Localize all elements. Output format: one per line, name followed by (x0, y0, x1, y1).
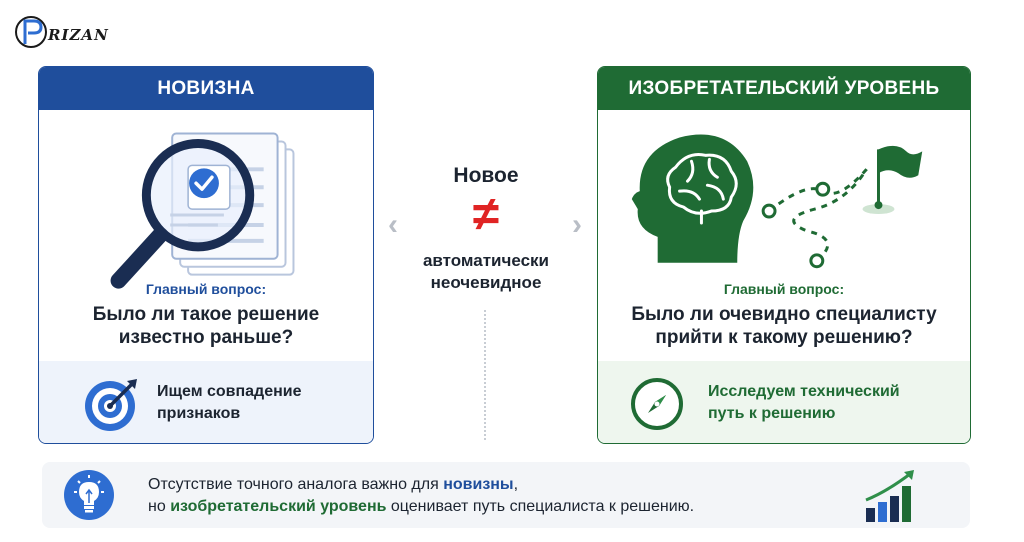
logo-p-icon (15, 16, 47, 48)
novelty-card-footer: Ищем совпадение признаков (39, 361, 373, 443)
inventive-question-label: Главный вопрос: (723, 281, 845, 297)
inventive-question-text: Было ли очевидно специалисту прийти к та… (598, 303, 970, 349)
novelty-footer-line: Ищем совпадение (157, 383, 302, 400)
brain-path-flag-icon (631, 134, 923, 269)
magnifier-documents-icon (110, 132, 295, 289)
summary-line-2: но изобретательский уровень оценивает пу… (148, 496, 694, 518)
brand-logo: RIZAN (14, 12, 124, 56)
summary-bar: Отсутствие точного аналога важно для нов… (42, 462, 970, 528)
inventive-step-card-title: ИЗОБРЕТАТЕЛЬСКИЙ УРОВЕНЬ (598, 67, 970, 110)
inventive-footer-line: путь к решению (708, 405, 836, 422)
non-obvious-line: неочевидное (430, 273, 542, 292)
comparison-center: ‹ › Новое ≠ автоматически неочевидное (384, 150, 588, 450)
inventive-footer-text: Исследуем технический путь к решению (708, 381, 900, 425)
inventive-question-line: Было ли очевидно специалисту (631, 304, 937, 325)
novelty-footer-text: Ищем совпадение признаков (157, 381, 302, 425)
summary-text-part: Отсутствие точного аналога важно для (148, 476, 444, 493)
compass-icon (631, 378, 683, 430)
novelty-question-line: Было ли такое решение (92, 304, 320, 325)
non-obvious-label: автоматически неочевидное (384, 250, 588, 294)
logo-text: RIZAN (48, 26, 109, 44)
novelty-highlight: новизны (443, 476, 514, 493)
new-label: Новое (453, 164, 519, 187)
novelty-card: НОВИЗНА Главный вопрос: Было ли такое ре… (38, 66, 374, 444)
summary-text: Отсутствие точного аналога важно для нов… (148, 474, 694, 518)
chevron-right-icon: › (572, 208, 582, 241)
inventive-question-line: прийти к такому решению? (655, 327, 913, 348)
summary-text-part: , (513, 476, 519, 493)
summary-line-1: Отсутствие точного аналога важно для нов… (148, 474, 694, 496)
chevron-left-icon: ‹ (388, 208, 398, 241)
summary-text-part: но (148, 498, 171, 515)
not-equal-icon: ≠ (472, 188, 500, 241)
inventive-step-card: ИЗОБРЕТАТЕЛЬСКИЙ УРОВЕНЬ Главный вопрос:… (597, 66, 971, 444)
novelty-question-label: Главный вопрос: (145, 281, 267, 297)
summary-text-part: оценивает путь специалиста к решению. (386, 498, 695, 515)
novelty-card-title: НОВИЗНА (39, 67, 373, 110)
target-icon (85, 379, 137, 431)
inventive-card-footer: Исследуем технический путь к решению (598, 361, 970, 443)
novelty-footer-line: признаков (157, 405, 241, 422)
novelty-question-line: известно раньше? (118, 327, 294, 348)
dotted-separator (484, 310, 486, 440)
inventive-step-highlight: изобретательский уровень (170, 498, 387, 515)
novelty-question-text: Было ли такое решение известно раньше? (39, 303, 373, 349)
growth-bars-icon (865, 470, 914, 522)
non-obvious-line: автоматически (422, 251, 550, 270)
inventive-footer-line: Исследуем технический (708, 383, 900, 400)
lightbulb-icon (64, 470, 114, 520)
